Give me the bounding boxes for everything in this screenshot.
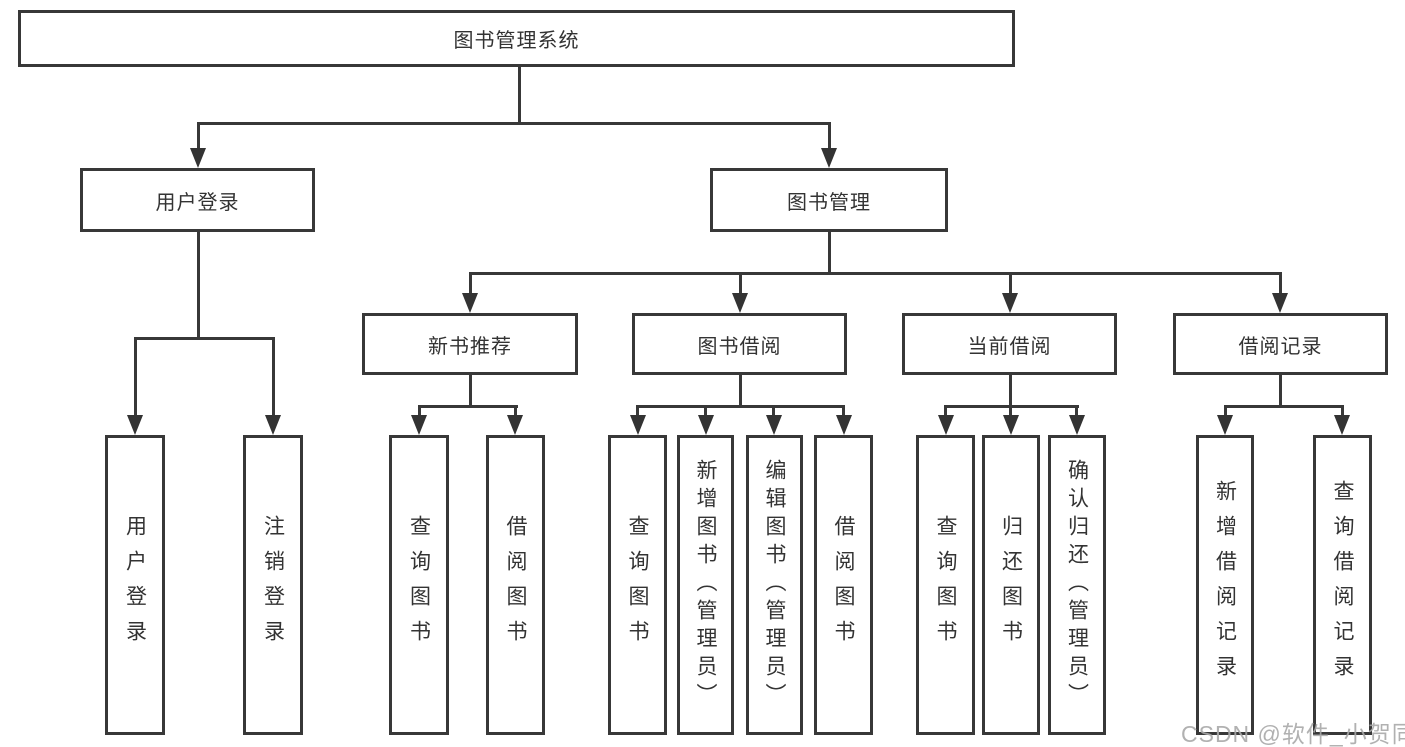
connector-line (1075, 405, 1078, 417)
connector-arrowhead (1272, 293, 1288, 313)
connector-line (739, 272, 742, 295)
leaf-query-borrow-record: 查询借阅记录 (1313, 435, 1372, 735)
node-label: 图书管理系统 (453, 30, 580, 52)
node-label: 借阅记录 (1238, 335, 1323, 358)
node-label: 查询借阅记录 (1331, 480, 1354, 690)
connector-arrowhead (127, 415, 143, 435)
node-book-management-system: 图书管理系统 (18, 10, 1015, 67)
node-user-login: 用户登录 (80, 168, 315, 232)
node-label: 借阅图书 (504, 515, 527, 655)
node-label: 图书借阅 (697, 335, 782, 358)
connector-line (636, 405, 845, 408)
connector-arrowhead (411, 415, 427, 435)
connector-line (772, 405, 775, 417)
connector-arrowhead (836, 415, 852, 435)
node-label: 新书推荐 (428, 335, 512, 358)
node-current-borrowing: 当前借阅 (902, 313, 1117, 375)
connector-line (514, 405, 517, 417)
node-label: 用户登录 (155, 191, 240, 214)
connector-arrowhead (462, 293, 478, 313)
connector-arrowhead (630, 415, 646, 435)
leaf-query-books-current: 查询图书 (916, 435, 975, 735)
connector-line (1279, 375, 1282, 407)
connector-line (518, 67, 521, 122)
node-new-book-recommendation: 新书推荐 (362, 313, 578, 375)
leaf-query-books-recommend: 查询图书 (389, 435, 449, 735)
connector-arrowhead (938, 415, 954, 435)
connector-arrowhead (1217, 415, 1233, 435)
leaf-logout: 注销登录 (243, 435, 303, 735)
connector-line (828, 232, 831, 274)
node-label: 当前借阅 (967, 335, 1052, 358)
node-label: 编辑图书（管理员） (763, 459, 786, 711)
connector-line (197, 122, 200, 152)
connector-line (828, 122, 831, 152)
node-label: 查询图书 (934, 515, 957, 655)
leaf-query-books-borrowing: 查询图书 (608, 435, 667, 735)
node-label: 注销登录 (261, 515, 285, 655)
leaf-confirm-return-admin: 确认归还（管理员） (1048, 435, 1106, 735)
connector-line (636, 405, 639, 417)
connector-arrowhead (732, 293, 748, 313)
connector-line (197, 232, 200, 337)
connector-line (1224, 405, 1227, 417)
connector-arrowhead (265, 415, 281, 435)
connector-arrowhead (1334, 415, 1350, 435)
connector-arrowhead (1003, 415, 1019, 435)
node-label: 图书管理 (787, 191, 871, 214)
node-label: 确认归还（管理员） (1065, 459, 1089, 711)
node-label: 查询图书 (407, 515, 431, 655)
connector-line (704, 405, 707, 417)
connector-line (842, 405, 845, 417)
connector-line (469, 375, 472, 407)
leaf-add-borrow-record: 新增借阅记录 (1196, 435, 1254, 735)
connector-line (418, 405, 421, 417)
connector-line (469, 272, 1282, 275)
connector-arrowhead (821, 148, 837, 168)
connector-arrowhead (766, 415, 782, 435)
node-label: 新增图书（管理员） (694, 459, 717, 711)
connector-arrowhead (698, 415, 714, 435)
connector-arrowhead (190, 148, 206, 168)
connector-line (134, 337, 137, 417)
connector-line (272, 337, 275, 417)
connector-line (134, 337, 275, 340)
connector-line (739, 375, 742, 407)
connector-arrowhead (1002, 293, 1018, 313)
leaf-borrow-books-recommend: 借阅图书 (486, 435, 545, 735)
leaf-add-books-admin: 新增图书（管理员） (677, 435, 734, 735)
node-book-management: 图书管理 (710, 168, 948, 232)
connector-line (1341, 405, 1344, 417)
leaf-return-books: 归还图书 (982, 435, 1040, 735)
connector-line (1009, 405, 1012, 417)
connector-line (1009, 375, 1012, 407)
node-borrowing-records: 借阅记录 (1173, 313, 1388, 375)
leaf-edit-books-admin: 编辑图书（管理员） (746, 435, 803, 735)
leaf-user-login: 用户登录 (105, 435, 165, 735)
connector-arrowhead (1069, 415, 1085, 435)
connector-line (944, 405, 947, 417)
connector-arrowhead (507, 415, 523, 435)
node-label: 新增借阅记录 (1213, 480, 1237, 690)
node-label: 归还图书 (999, 515, 1023, 655)
connector-line (1224, 405, 1344, 408)
connector-line (1009, 272, 1012, 295)
connector-line (197, 122, 831, 125)
node-book-borrowing: 图书借阅 (632, 313, 847, 375)
node-label: 用户登录 (123, 515, 147, 655)
leaf-borrow-books-borrowing: 借阅图书 (814, 435, 873, 735)
connector-line (418, 405, 518, 408)
connector-line (469, 272, 472, 295)
csdn-watermark: CSDN @软件_小贺同学 (1181, 721, 1405, 747)
node-label: 借阅图书 (832, 515, 855, 655)
connector-line (1279, 272, 1282, 295)
node-label: 查询图书 (626, 515, 649, 655)
